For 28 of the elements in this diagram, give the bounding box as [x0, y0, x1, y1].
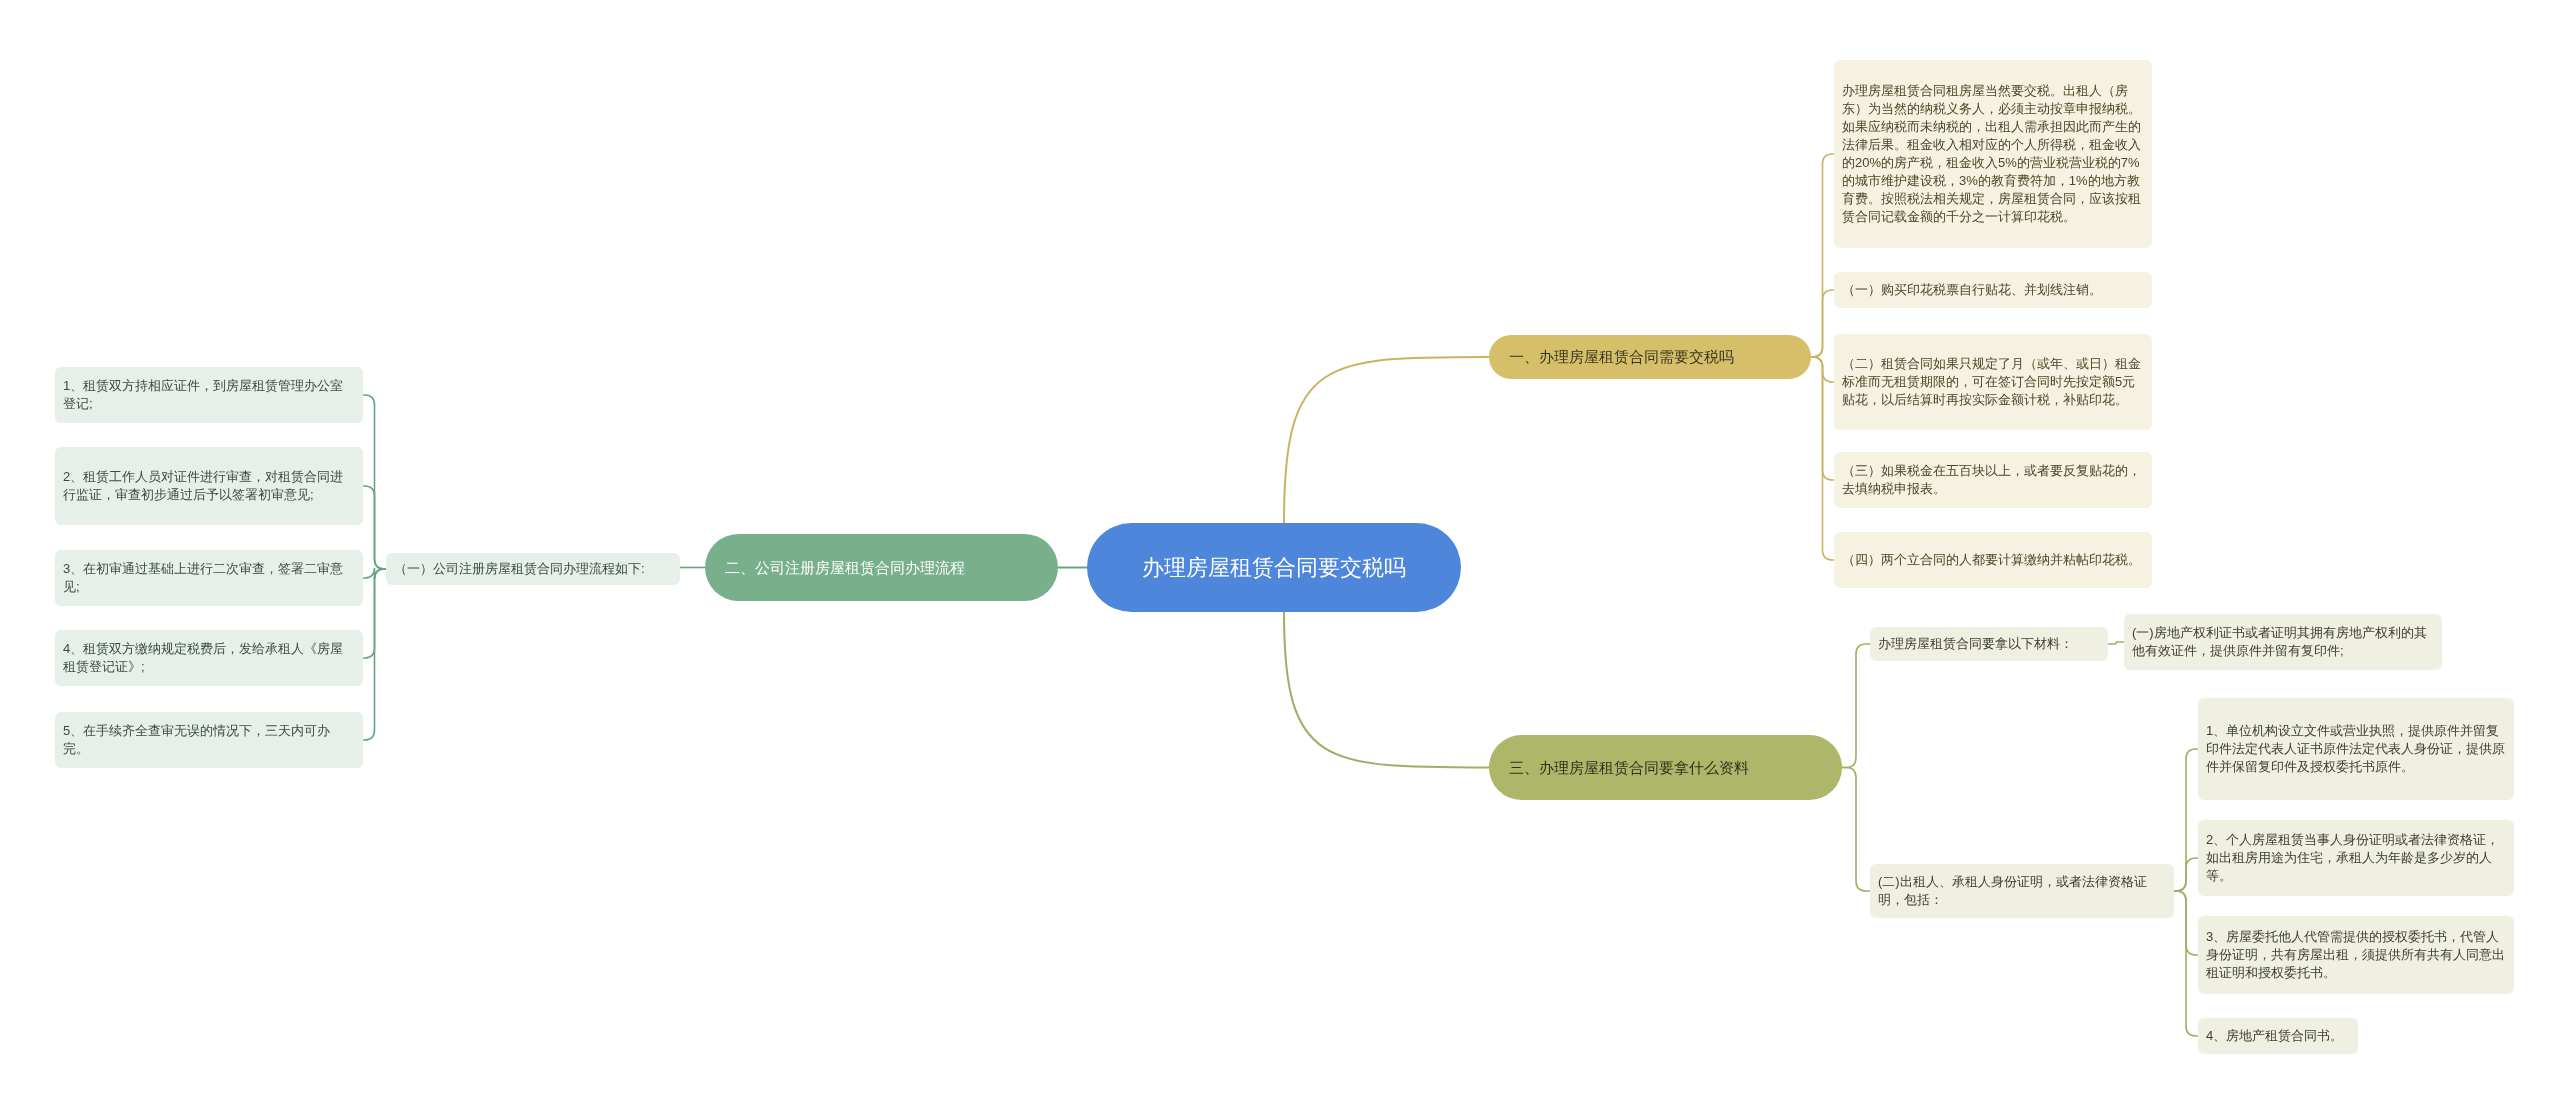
connector-line [679, 566, 706, 569]
subtopic-card: (二)出租人、承租人身份证明，或者法律资格证明，包括： [1870, 864, 2174, 918]
branch-topic: 三、办理房屋租赁合同要拿什么资料 [1489, 735, 1842, 800]
subtopic-card: 办理房屋租赁合同要拿以下材料： [1870, 627, 2108, 661]
subtopic-card: 4、房地产租赁合同书。 [2198, 1018, 2358, 1054]
subtopic-card: 1、租赁双方持相应证件，到房屋租赁管理办公室登记; [55, 367, 363, 423]
subtopic-card: 3、房屋委托他人代管需提供的授权委托书，代管人身份证明，共有房屋出租，须提供所有共有人同意出租证明和授权委托书。 [2198, 916, 2514, 994]
subtopic-card: （一）公司注册房屋租赁合同办理流程如下: [386, 553, 680, 585]
subtopic-card: （三）如果税金在五百块以上，或者要反复贴花的，去填纳税申报表。 [1834, 452, 2152, 508]
subtopic-card: 办理房屋租赁合同租房屋当然要交税。出租人（房东）为当然的纳税义务人，必须主动按章申报纳税。如果应纳税而未纳税的，出租人需承担因此而产生的法律后果。租金收入相对应的个人所得税，租金收入的20%的房产税，租金收入5%的营业税营业税的7%的城市维护建设税，3%的教育费符加，1%的地方教育费。按照税法相关规定，房屋租赁合同，应该按租赁合同记载金额的千分之一计算印花税。 [1834, 60, 2152, 248]
subtopic-card: （一）购买印花税票自行贴花、并划线注销。 [1834, 272, 2152, 308]
subtopic-card: 5、在手续齐全查审无误的情况下，三天内可办完。 [55, 712, 363, 768]
connector-line [1283, 611, 1490, 769]
subtopic-card: 3、在初审通过基础上进行二次审查，签署二审意见; [55, 550, 363, 606]
subtopic-card: （四）两个立合同的人都要计算缴纳并粘帖印花税。 [1834, 532, 2152, 588]
subtopic-card: 2、个人房屋租赁当事人身份证明或者法律资格证，如出租房用途为住宅，承租人为年龄是多少岁的人等。 [2198, 820, 2514, 896]
subtopic-card: （二）租赁合同如果只规定了月（或年、或日）租金标准而无租赁期限的，可在签订合同时先按定额5元贴花，以后结算时再按实际金额计税，补贴印花。 [1834, 334, 2152, 430]
subtopic-card: 2、租赁工作人员对证件进行审查，对租赁合同进行监证，审查初步通过后予以签署初审意见; [55, 447, 363, 525]
subtopic-card: (一)房地产权利证书或者证明其拥有房地产权利的其他有效证件，提供原件并留有复印件; [2124, 614, 2442, 670]
subtopic-card: 4、租赁双方缴纳规定税费后，发给承租人《房屋租赁登记证》; [55, 630, 363, 686]
subtopic-card: 1、单位机构设立文件或营业执照，提供原件并留复印件法定代表人证书原件法定代表人身份证，提供原件并保留复印件及授权委托书原件。 [2198, 698, 2514, 800]
branch-topic: 一、办理房屋租赁合同需要交税吗 [1489, 335, 1811, 379]
connector-line [1057, 566, 1088, 569]
connector-line [1841, 766, 1871, 892]
branch-topic: 二、公司注册房屋租赁合同办理流程 [705, 534, 1058, 601]
connector-line [2107, 641, 2125, 645]
connector-line [1283, 356, 1490, 524]
central-topic: 办理房屋租赁合同要交税吗 [1087, 523, 1461, 612]
